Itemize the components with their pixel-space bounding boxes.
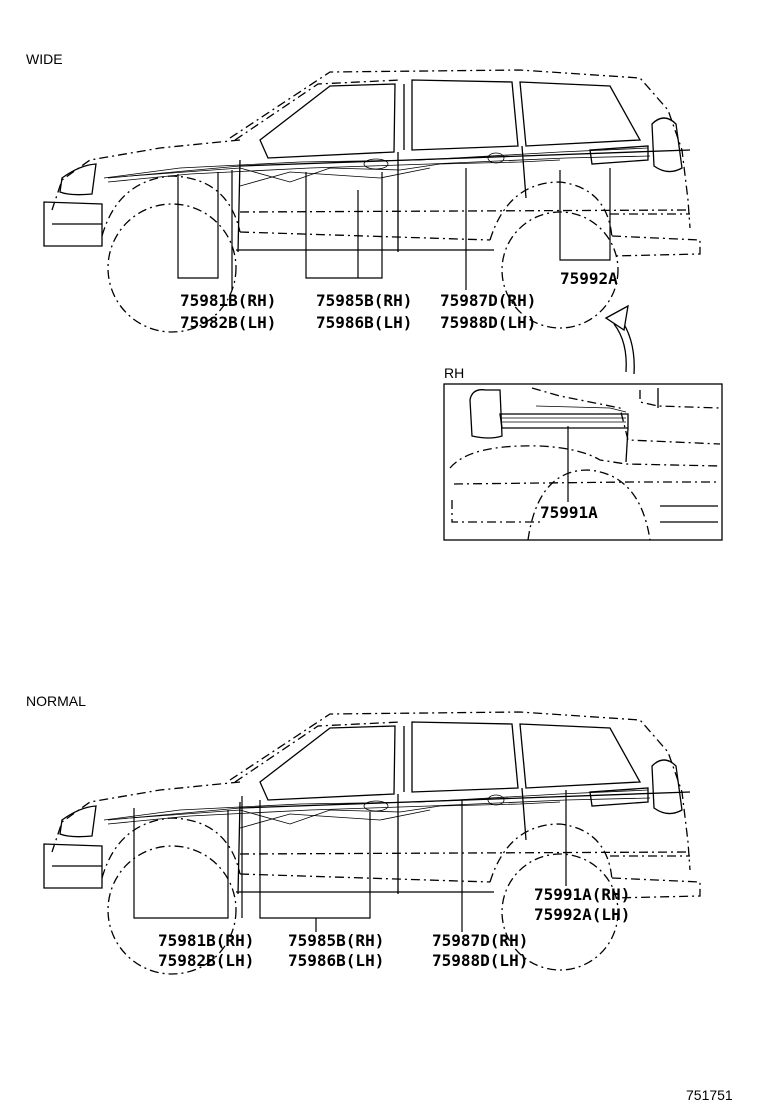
part-75986b-lh-label: 75986B(LH) (316, 313, 412, 332)
leader-lines-normal (133, 790, 567, 932)
part-75992a-lh-label: 75992A(LH) (534, 905, 630, 924)
inset-vehicle-rear-drawing (449, 387, 721, 541)
part-75981b-rh-label: 75981B(RH) (180, 291, 276, 310)
section-wide: WIDE 75981B(RH) 75982B(LH) 75985B(RH) 75… (26, 51, 723, 541)
part-75992a-label: 75992A (560, 269, 618, 288)
part-75982b-lh-label: 75982B(LH) (158, 951, 254, 970)
part-75991a-label: 75991A (540, 503, 598, 522)
part-75987d-rh-label: 75987D(RH) (440, 291, 536, 310)
part-75985b-rh-label: 75985B(RH) (288, 931, 384, 950)
inset-title: RH (444, 365, 464, 381)
part-75987d-rh-label: 75987D(RH) (432, 931, 528, 950)
inset-rh-detail: RH 75991A (443, 365, 723, 541)
inset-pointer-arrow (604, 304, 635, 375)
leader-lines-wide (177, 168, 611, 290)
part-75982b-lh-label: 75982B(LH) (180, 313, 276, 332)
part-75988d-lh-label: 75988D(LH) (432, 951, 528, 970)
part-75986b-lh-label: 75986B(LH) (288, 951, 384, 970)
part-75991a-rh-label: 75991A(RH) (534, 885, 630, 904)
section-normal-title: NORMAL (26, 693, 86, 709)
section-wide-title: WIDE (26, 51, 63, 67)
part-75981b-rh-label: 75981B(RH) (158, 931, 254, 950)
inset-frame (443, 383, 723, 541)
section-normal: NORMAL 75981B(RH) 75982B(LH) 75985B(RH) … (26, 693, 701, 975)
part-75988d-lh-label: 75988D(LH) (440, 313, 536, 332)
diagram-number: 751751 (686, 1087, 733, 1103)
part-75985b-rh-label: 75985B(RH) (316, 291, 412, 310)
